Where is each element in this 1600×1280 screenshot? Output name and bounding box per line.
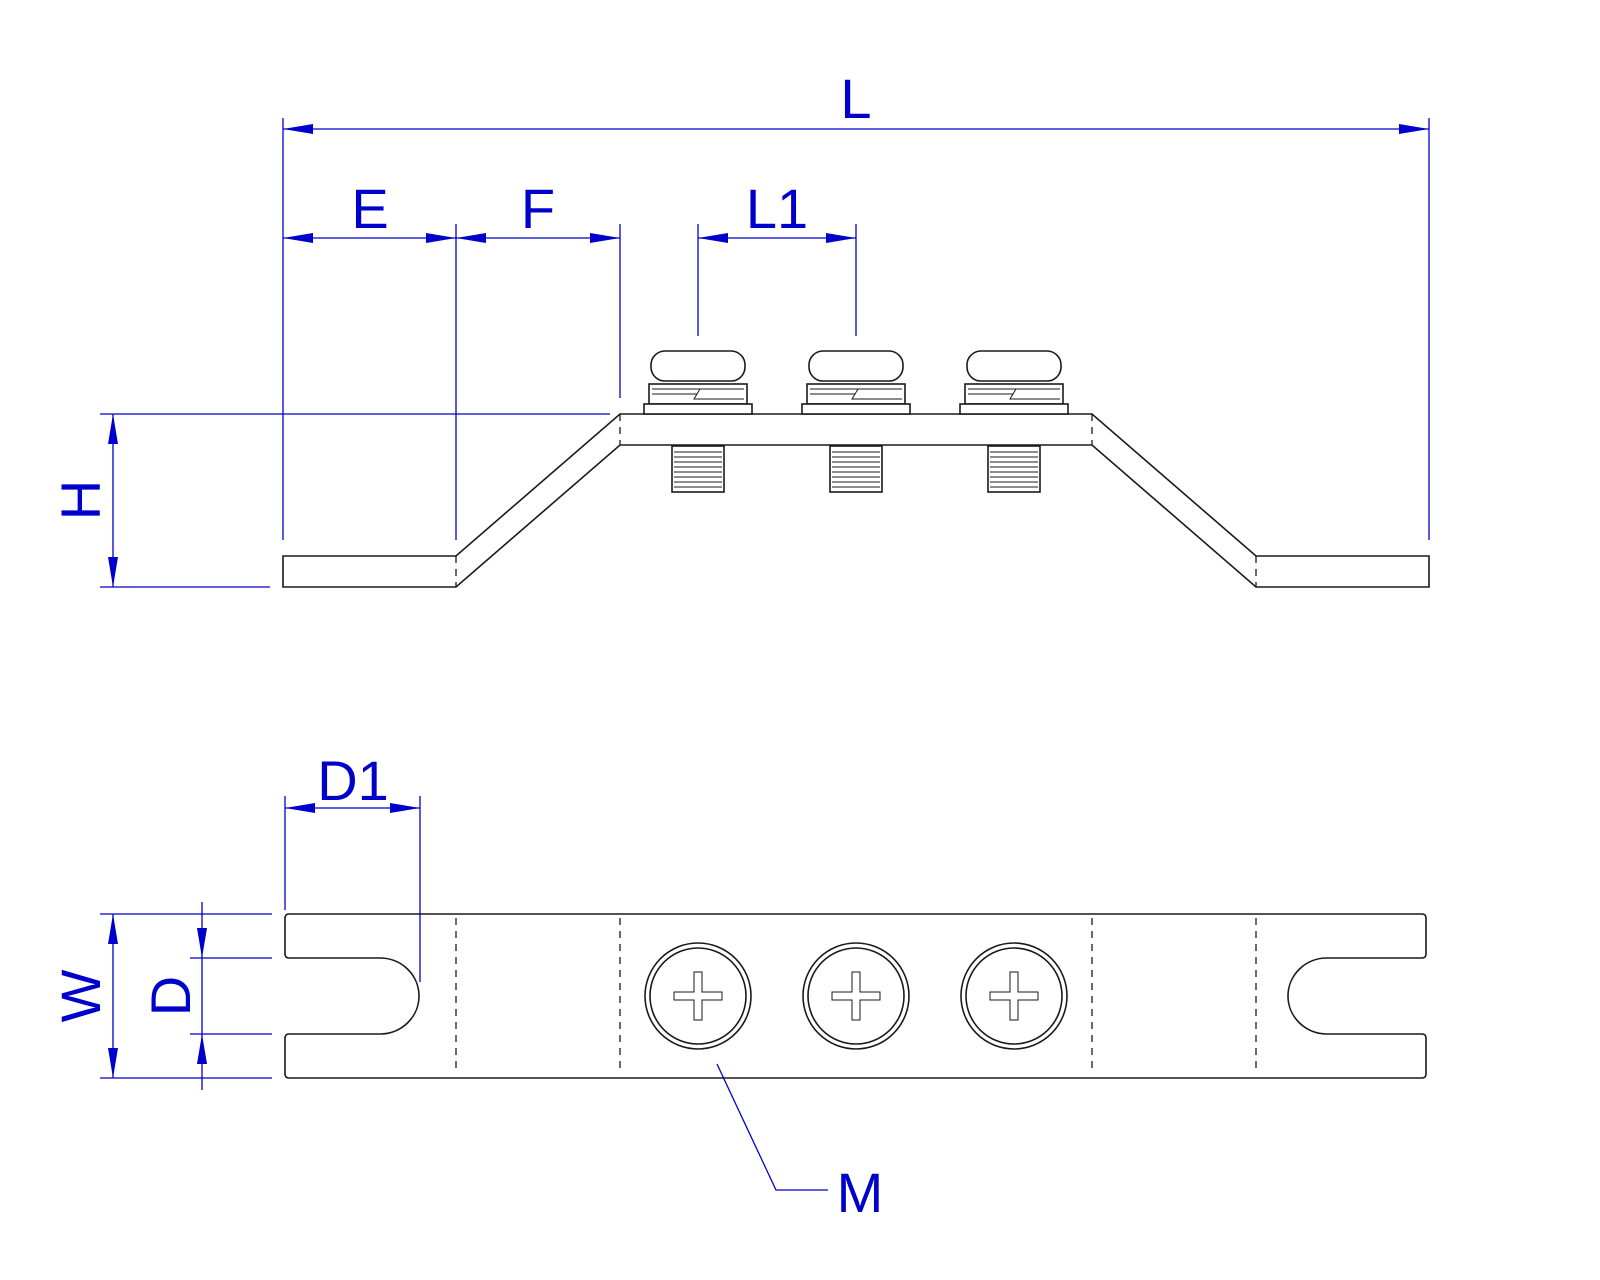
label-F: F (521, 177, 555, 240)
extension-lines-top (100, 796, 421, 1079)
label-L: L (840, 67, 871, 130)
leader-line-M (716, 1063, 828, 1191)
screw-side-1 (643, 350, 753, 493)
extension-lines-side (100, 118, 1430, 588)
side-view: L E F L1 H (49, 67, 1430, 588)
screw-head-3 (960, 942, 1068, 1050)
bar-outline-side (282, 413, 1430, 588)
label-D: D (139, 976, 202, 1016)
screw-side-3 (959, 350, 1069, 493)
screw-head-2 (802, 942, 910, 1050)
bar-outline-top (284, 913, 1427, 1079)
label-M: M (837, 1161, 884, 1224)
label-L1: L1 (746, 177, 808, 240)
label-H: H (49, 480, 112, 520)
screw-side-2 (801, 350, 911, 493)
label-E: E (351, 177, 388, 240)
label-D1: D1 (317, 749, 389, 812)
label-W: W (49, 969, 112, 1022)
top-view: D1 W D M (49, 749, 1427, 1224)
screw-head-1 (644, 942, 752, 1050)
